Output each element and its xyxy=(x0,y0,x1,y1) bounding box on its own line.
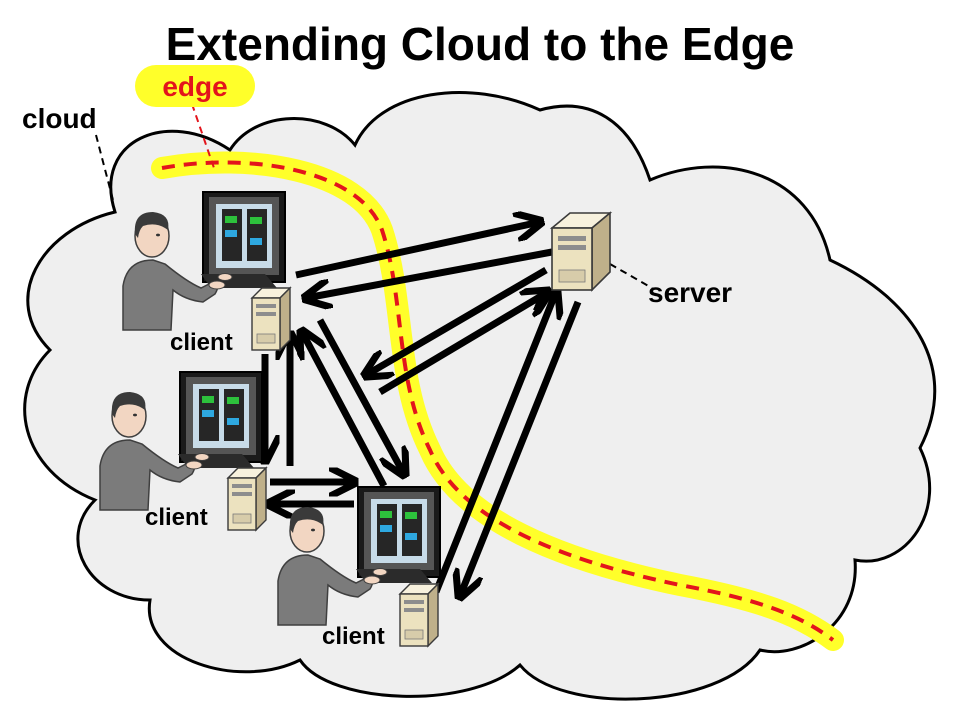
edge-boundary xyxy=(151,151,844,651)
client2-tower-icon xyxy=(227,467,267,531)
arrow-client3-to-client1 xyxy=(302,332,388,488)
arrow-server-to-client3 xyxy=(460,300,582,596)
server-leader-line xyxy=(609,263,653,289)
arrow-client1-to-server xyxy=(295,222,540,279)
server-icon xyxy=(549,211,613,292)
client3-label: client xyxy=(322,623,385,650)
arrow-client3-to-server xyxy=(432,292,556,594)
arrow-server-to-middle xyxy=(366,266,548,375)
arrow-middle-to-server xyxy=(378,292,548,396)
client3-tower-icon xyxy=(399,583,439,647)
client1-label: client xyxy=(170,329,233,356)
edge-label-badge xyxy=(135,65,255,107)
client1-tower-icon xyxy=(251,287,291,351)
server-label: server xyxy=(648,277,732,308)
edge-label: edge xyxy=(162,71,227,102)
connection-arrows xyxy=(265,222,582,596)
arrow-client1-to-client3 xyxy=(316,318,404,474)
client2-label: client xyxy=(145,504,208,531)
arrow-server-to-client1 xyxy=(306,248,553,298)
page-title: Extending Cloud to the Edge xyxy=(166,18,795,70)
cloud-label: cloud xyxy=(22,103,97,134)
